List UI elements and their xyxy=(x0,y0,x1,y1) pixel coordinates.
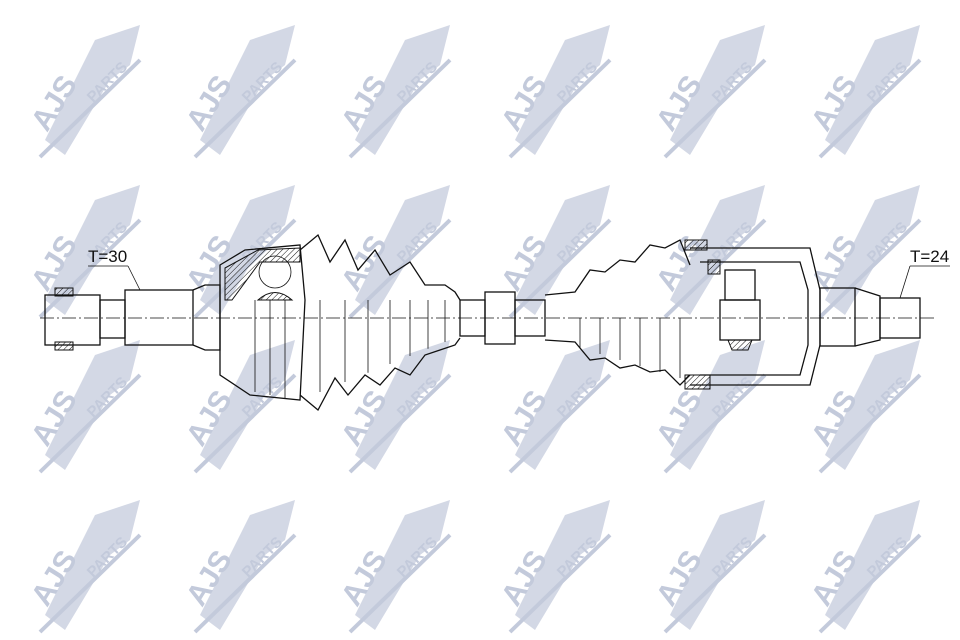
ajs-parts-watermark-logo xyxy=(492,183,612,319)
ajs-parts-watermark-logo xyxy=(492,498,612,634)
ajs-parts-watermark-logo xyxy=(492,23,612,159)
teeth-label-left: T=30 xyxy=(88,247,141,291)
ajs-parts-watermark-logo xyxy=(647,498,767,634)
ajs-parts-watermark-logo xyxy=(802,183,922,319)
outer-cv-joint xyxy=(219,244,306,401)
ajs-parts-watermark-logo xyxy=(177,23,297,159)
ajs-parts-watermark-logo xyxy=(802,338,922,474)
ajs-parts-watermark-logo xyxy=(647,338,767,474)
teeth-label-right: T=24 xyxy=(899,247,950,299)
left-teeth-label: T=30 xyxy=(88,247,127,266)
ajs-parts-watermark-logo xyxy=(177,498,297,634)
ajs-parts-watermark-logo xyxy=(802,23,922,159)
ajs-parts-watermark-logo xyxy=(332,23,452,159)
right-teeth-label: T=24 xyxy=(910,247,949,266)
left-stub-shaft xyxy=(44,284,221,351)
ajs-parts-watermark-logo xyxy=(332,183,452,319)
ajs-parts-watermark-logo: AJS PARTS xyxy=(25,25,142,159)
ajs-parts-watermark-logo xyxy=(332,338,452,474)
ajs-parts-watermark-logo xyxy=(802,498,922,634)
outer-boot xyxy=(299,233,461,412)
ajs-parts-watermark-logo xyxy=(647,23,767,159)
ajs-parts-watermark-logo xyxy=(22,338,143,474)
watermark-layer: AJS PARTS xyxy=(22,23,922,634)
ajs-parts-watermark-logo xyxy=(647,183,767,319)
ajs-parts-watermark-logo xyxy=(332,498,452,634)
ajs-parts-watermark-logo xyxy=(22,498,143,634)
inner-boot xyxy=(544,239,691,386)
intermediate-shaft xyxy=(459,291,546,345)
ajs-parts-watermark-logo xyxy=(177,338,297,474)
